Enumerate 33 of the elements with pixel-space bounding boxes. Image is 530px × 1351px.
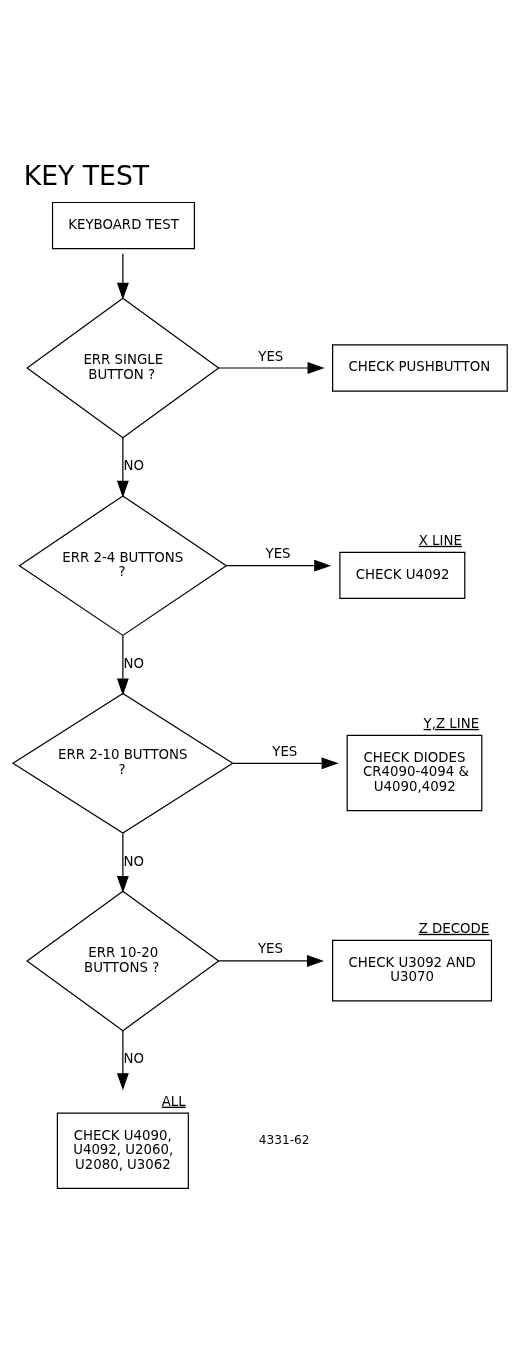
edge-label: NO	[123, 853, 145, 869]
node-box: CHECK PUSHBUTTON	[332, 343, 508, 392]
node-diamond: ERR SINGLE BUTTON ?	[26, 297, 220, 438]
arrow	[116, 436, 129, 498]
node-box: CHECK DIODES CR4090-4094 & U4090,4092	[346, 734, 483, 811]
edge-label: NO	[123, 1050, 145, 1066]
node-label: X LINE	[418, 532, 462, 548]
node-label: ALL	[161, 1093, 186, 1109]
edge-label: NO	[123, 457, 145, 473]
node-box: CHECK U4090, U4092, U2060, U2080, U3062	[56, 1112, 189, 1189]
node-diamond: ERR 2-4 BUTTONS ?	[18, 494, 228, 636]
edge-label: YES	[258, 348, 284, 363]
arrow	[116, 252, 129, 300]
node-diamond: ERR 10-20 BUTTONS ?	[26, 890, 220, 1031]
arrow	[116, 832, 129, 893]
edge-label: YES	[265, 545, 291, 561]
node-box: CHECK U4092	[339, 551, 466, 599]
arrow	[218, 954, 324, 967]
node-box: CHECK U3092 AND U3070	[332, 939, 493, 1002]
diagram-title: KEY TEST	[23, 159, 150, 191]
node-label: Z DECODE	[418, 920, 490, 936]
edge-label: YES	[257, 940, 283, 956]
label: 4331-62	[258, 1132, 310, 1147]
edge-label: YES	[272, 743, 298, 759]
arrow	[116, 634, 129, 695]
node-diamond: ERR 2-10 BUTTONS ?	[11, 692, 234, 834]
arrow	[225, 559, 332, 572]
node-box: KEYBOARD TEST	[51, 201, 195, 249]
node-label: Y,Z LINE	[423, 715, 480, 731]
arrow	[116, 1029, 129, 1090]
edge-label: NO	[123, 655, 145, 671]
arrow	[232, 756, 339, 769]
arrow	[218, 361, 325, 374]
